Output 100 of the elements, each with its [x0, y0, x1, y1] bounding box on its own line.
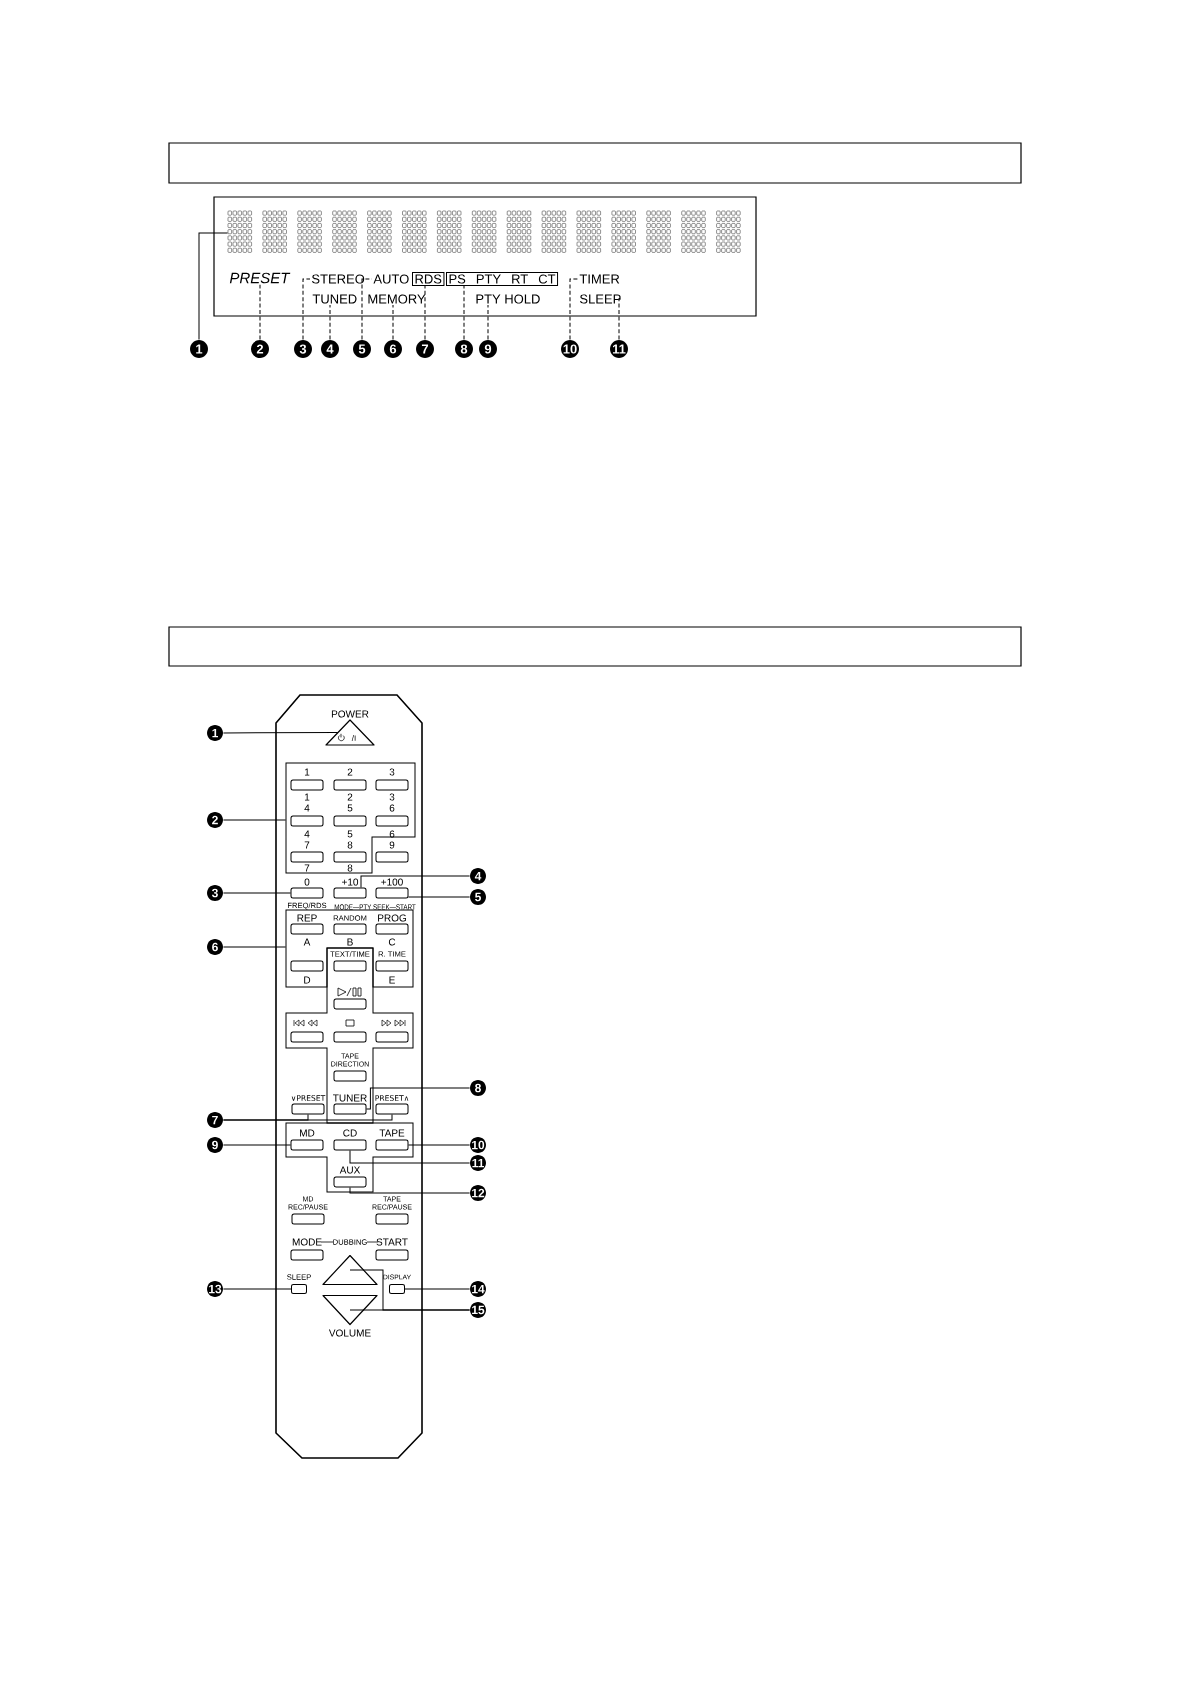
- display-indicator: TIMER: [579, 274, 620, 284]
- node-label: 5: [347, 830, 353, 838]
- leader-line: [222, 1144, 292, 1146]
- display-indicator: STEREO: [312, 274, 365, 284]
- callout-number: 2: [207, 812, 223, 828]
- remote-button: 2 2: [333, 768, 367, 801]
- callout-number: 14: [470, 1281, 486, 1297]
- callout-number: 9: [479, 340, 497, 358]
- heading-band: [168, 626, 1022, 667]
- leader-line: [349, 1149, 471, 1164]
- node-label: +10: [342, 878, 359, 886]
- callout-number: 1: [207, 725, 223, 741]
- node-label: 6: [389, 830, 395, 838]
- node-label: +100: [381, 878, 403, 886]
- leader-line: [329, 304, 331, 341]
- leader-line: [407, 896, 471, 898]
- remote-button: MODE: [290, 1238, 324, 1261]
- callout-number: 3: [207, 885, 223, 901]
- leader-line: [349, 1309, 471, 1311]
- node-label: 6: [389, 804, 395, 812]
- callout-number: 2: [251, 340, 269, 358]
- node-label: VOLUME: [328, 1329, 371, 1337]
- remote-button: [333, 987, 367, 1010]
- callout-number: 10: [561, 340, 579, 358]
- node-label: CD: [343, 1129, 357, 1137]
- callout-number: 15: [470, 1302, 486, 1318]
- node-label: 8: [347, 841, 353, 849]
- node-label: 8: [347, 864, 353, 872]
- leader-line: [302, 278, 311, 341]
- callout-number: 9: [207, 1137, 223, 1153]
- leader-line: [407, 1144, 471, 1146]
- remote-button: START: [375, 1238, 409, 1261]
- node-label: A: [303, 938, 311, 946]
- leader-line: [392, 304, 394, 341]
- remote-button: +100: [375, 878, 409, 899]
- callout-number: 1: [190, 340, 208, 358]
- remote-button: 5 5: [333, 804, 367, 838]
- leader-line: [424, 285, 426, 341]
- node-label: TAPE: [379, 1129, 405, 1137]
- node-label: REP: [297, 914, 317, 922]
- node-label: 2: [347, 768, 353, 776]
- leader-line: [487, 304, 489, 341]
- node-label: 1: [304, 768, 310, 776]
- leader-line: [198, 232, 229, 341]
- callout-number: 8: [455, 340, 473, 358]
- leader-line: [349, 1186, 471, 1194]
- display-indicator: PRESET: [229, 272, 291, 284]
- leader-line: [404, 1288, 471, 1290]
- leader-line: [222, 1288, 292, 1290]
- remote-button: +10: [333, 878, 367, 899]
- callout-number: 13: [207, 1281, 223, 1297]
- remote-button: [333, 1019, 367, 1043]
- remote-button: TAPE: [375, 1129, 409, 1151]
- button-group-outline: [285, 762, 416, 874]
- remote-button: MD: [290, 1129, 324, 1151]
- node-label: 5: [347, 804, 353, 812]
- display-indicator: PS PTY RT CT: [446, 271, 559, 287]
- button-group-outline: [285, 909, 414, 988]
- remote-button: 8 8: [333, 841, 367, 872]
- node-label: B: [347, 938, 353, 946]
- callout-number: 4: [321, 340, 339, 358]
- remote-button: 9: [375, 841, 409, 863]
- callout-number: 7: [416, 340, 434, 358]
- callout-number: 8: [470, 1080, 486, 1096]
- volume-button: VOLUME: [322, 1294, 378, 1337]
- node-label: POWER: [331, 710, 369, 718]
- node-label: 0: [304, 878, 310, 886]
- callout-number: 6: [207, 939, 223, 955]
- remote-button: REP A: [290, 914, 324, 946]
- remote-button: CD: [333, 1129, 367, 1151]
- leader-line: [222, 946, 287, 948]
- leader-line: [361, 278, 373, 341]
- node-label: 7: [304, 864, 310, 872]
- leader-line: [463, 285, 465, 341]
- display-indicator: MEMORY: [368, 294, 426, 304]
- remote-button: TUNER: [333, 1094, 367, 1115]
- callout-number: 6: [384, 340, 402, 358]
- node-label: C: [388, 938, 396, 946]
- callout-number: 5: [470, 889, 486, 905]
- leader-line: [569, 278, 579, 341]
- callout-number: 10: [470, 1137, 486, 1153]
- display-panel: [213, 196, 757, 317]
- node-label: 9: [389, 841, 395, 849]
- remote-button: [375, 1019, 409, 1043]
- volume-button: [322, 1254, 378, 1286]
- callout-number: 12: [470, 1185, 486, 1201]
- node-label: MODE: [292, 1238, 322, 1246]
- remote-button: [290, 1019, 324, 1043]
- callout-number: 11: [610, 340, 628, 358]
- display-indicator: SLEEP: [580, 294, 621, 304]
- power-button: POWER /I: [325, 710, 375, 746]
- remote-button: D: [290, 960, 324, 984]
- display-indicator: TUNED: [312, 294, 357, 304]
- display-indicator: PTY HOLD: [476, 294, 540, 304]
- node-label: 2: [347, 793, 353, 801]
- remote-button: AUX: [333, 1166, 367, 1188]
- leader-line: [222, 892, 292, 894]
- remote-button: 3 3: [375, 768, 409, 801]
- remote-button: 4 4: [290, 804, 324, 838]
- dot-matrix-drawing: [227, 210, 741, 253]
